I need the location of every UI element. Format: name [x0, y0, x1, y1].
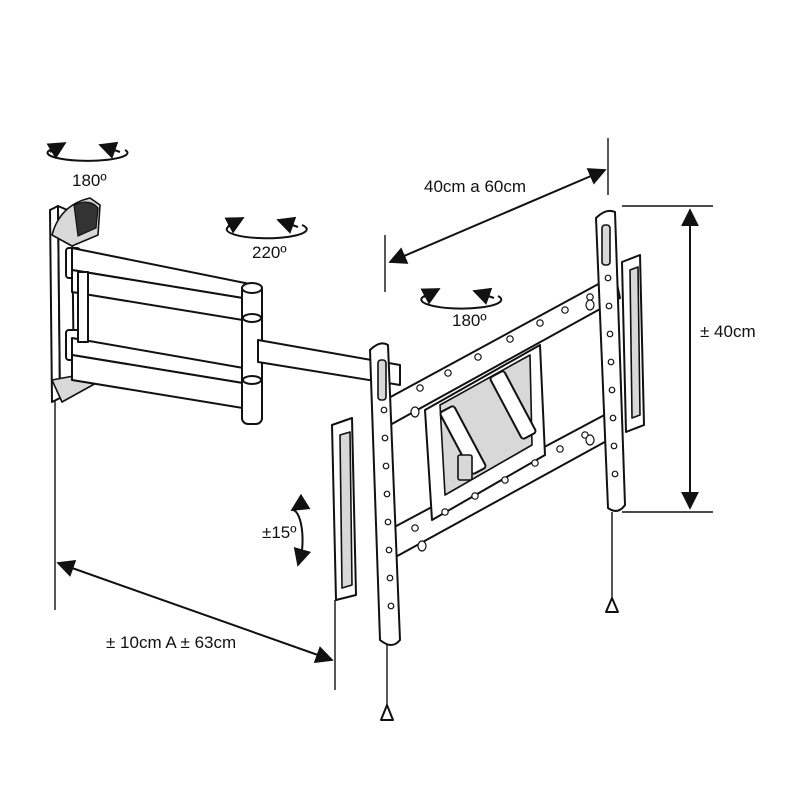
upper-bar-holes — [410, 293, 595, 418]
vesa-mounting-plate — [384, 274, 621, 561]
rotation-symbol-arm — [224, 216, 308, 240]
swing-arms — [65, 247, 401, 425]
wall-swivel-label: 180º — [72, 171, 107, 190]
height-dimension — [622, 205, 713, 513]
width-dimension — [384, 138, 609, 292]
left-vertical-rail — [331, 342, 401, 721]
width-range-label: 40cm a 60cm — [424, 177, 526, 196]
plate-swivel-label: 180º — [452, 311, 487, 330]
height-range-label: ± 40cm — [700, 322, 756, 341]
lower-bar-holes — [411, 431, 595, 552]
rotation-symbol-wall — [46, 141, 129, 162]
right-vertical-rail — [595, 209, 645, 613]
arm-swivel-label: 220º — [252, 243, 287, 262]
tilt-label: ±15º — [262, 523, 296, 542]
rotation-symbol-plate — [420, 287, 503, 310]
extension-dimension — [56, 559, 334, 664]
extension-label: ± 10cm A ± 63cm — [106, 633, 236, 652]
